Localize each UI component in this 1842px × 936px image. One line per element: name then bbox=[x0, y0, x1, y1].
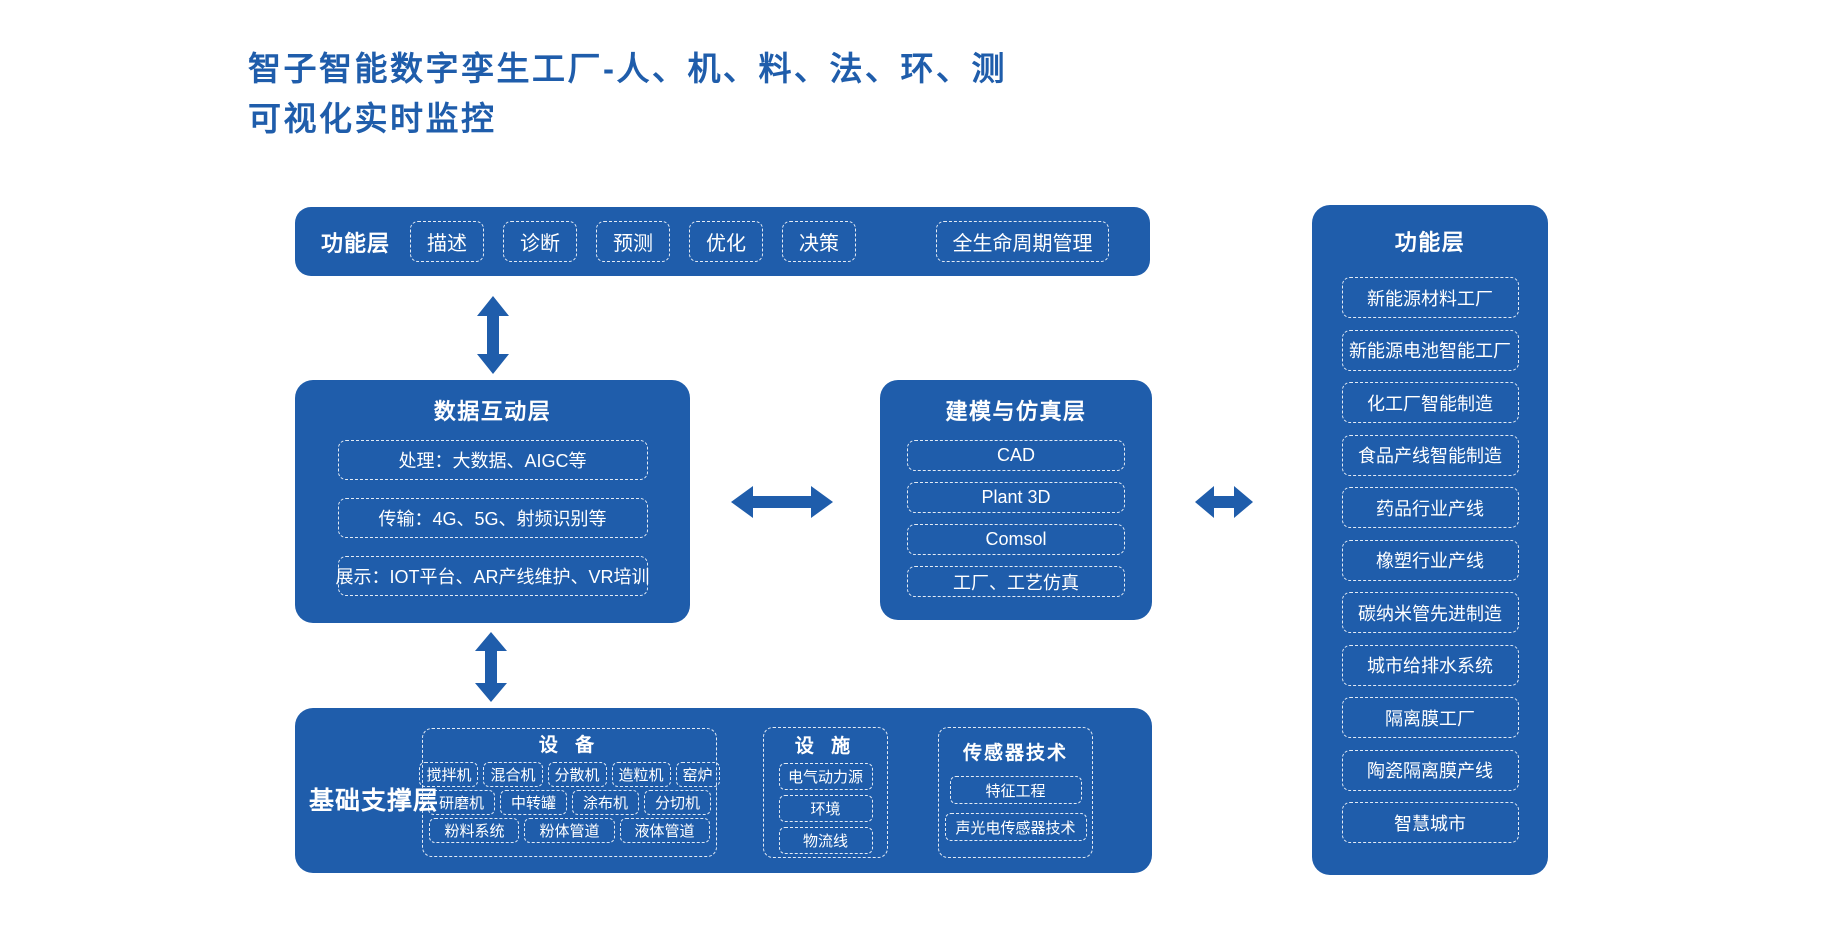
data-interaction-rows: 处理：大数据、AIGC等 传输：4G、5G、射频识别等 展示：IOT平台、AR产… bbox=[295, 440, 690, 596]
foundation-label: 基础支撑层 bbox=[309, 787, 440, 815]
application-item: 药品行业产线 bbox=[1341, 487, 1519, 528]
equipment-chip: 混合机 bbox=[483, 762, 543, 787]
data-item-processing: 处理：大数据、AIGC等 bbox=[337, 440, 648, 480]
equipment-chip: 分散机 bbox=[547, 762, 607, 787]
model-item-comsol: Comsol bbox=[907, 524, 1125, 555]
application-panel: 功能层 新能源材料工厂 新能源电池智能工厂 化工厂智能制造 食品产线智能制造 药… bbox=[1312, 205, 1548, 875]
function-bar: 功能层 描述 诊断 预测 优化 决策 全生命周期管理 bbox=[295, 207, 1150, 276]
page-title: 智子智能数字孪生工厂-人、机、料、法、环、测 可视化实时监控 bbox=[248, 44, 1007, 144]
data-interaction-panel: 数据互动层 处理：大数据、AIGC等 传输：4G、5G、射频识别等 展示：IOT… bbox=[295, 380, 690, 623]
equipment-chip: 研磨机 bbox=[427, 790, 495, 815]
equipment-chip: 分切机 bbox=[644, 790, 712, 815]
function-chip-optimize: 优化 bbox=[689, 221, 764, 262]
equipment-chip: 中转罐 bbox=[499, 790, 567, 815]
left-right-arrow-icon bbox=[1195, 485, 1253, 519]
application-item: 新能源材料工厂 bbox=[1341, 277, 1519, 318]
facilities-items: 电气动力源 环境 物流线 bbox=[764, 763, 887, 854]
equipment-chip: 搅拌机 bbox=[419, 762, 479, 787]
model-item-simulation: 工厂、工艺仿真 bbox=[907, 566, 1125, 597]
equipment-chip: 涂布机 bbox=[572, 790, 640, 815]
data-item-transmission: 传输：4G、5G、射频识别等 bbox=[337, 498, 648, 538]
application-item: 城市给排水系统 bbox=[1341, 644, 1519, 686]
function-chip-describe: 描述 bbox=[410, 221, 485, 262]
application-item: 隔离膜工厂 bbox=[1341, 697, 1519, 738]
data-interaction-title: 数据互动层 bbox=[433, 399, 552, 424]
equipment-chip: 造粒机 bbox=[611, 762, 671, 787]
facility-chip: 物流线 bbox=[778, 827, 873, 854]
equipment-chip: 粉料系统 bbox=[429, 818, 520, 843]
facility-chip: 环境 bbox=[778, 795, 873, 822]
application-item: 碳纳米管先进制造 bbox=[1341, 592, 1519, 633]
up-down-arrow-icon bbox=[474, 632, 508, 702]
application-item: 智慧城市 bbox=[1341, 802, 1519, 843]
left-right-arrow-icon bbox=[731, 485, 833, 519]
application-panel-title: 功能层 bbox=[1394, 230, 1466, 255]
page-title-line1: 智子智能数字孪生工厂-人、机、料、法、环、测 bbox=[248, 50, 1007, 87]
equipment-row: 搅拌机 混合机 分散机 造粒机 窑炉 bbox=[419, 762, 720, 787]
equipment-row: 研磨机 中转罐 涂布机 分切机 bbox=[423, 790, 716, 815]
facilities-group: 设 施 电气动力源 环境 物流线 bbox=[763, 727, 888, 858]
facility-chip: 电气动力源 bbox=[778, 763, 873, 790]
modeling-rows: CAD Plant 3D Comsol 工厂、工艺仿真 bbox=[880, 440, 1152, 597]
function-chip-diagnose: 诊断 bbox=[503, 221, 578, 262]
equipment-row: 粉料系统 粉体管道 液体管道 bbox=[423, 818, 716, 843]
equipment-group-title: 设 备 bbox=[538, 735, 601, 756]
modeling-panel: 建模与仿真层 CAD Plant 3D Comsol 工厂、工艺仿真 bbox=[880, 380, 1152, 620]
sensor-chip: 声光电传感器技术 bbox=[944, 813, 1087, 841]
facilities-group-title: 设 施 bbox=[794, 736, 857, 757]
modeling-title: 建模与仿真层 bbox=[945, 399, 1087, 424]
up-down-arrow-icon bbox=[476, 296, 510, 374]
application-item: 陶瓷隔离膜产线 bbox=[1341, 749, 1519, 791]
function-chip-predict: 预测 bbox=[596, 221, 671, 262]
function-chip-decide: 决策 bbox=[782, 221, 857, 262]
data-item-display: 展示：IOT平台、AR产线维护、VR培训 bbox=[336, 556, 650, 596]
function-bar-label: 功能层 bbox=[321, 230, 391, 256]
application-item: 新能源电池智能工厂 bbox=[1341, 329, 1519, 371]
equipment-chip: 窑炉 bbox=[675, 762, 720, 787]
model-item-plant3d: Plant 3D bbox=[907, 482, 1125, 513]
equipment-group: 设 备 搅拌机 混合机 分散机 造粒机 窑炉 研磨机 中转罐 涂布机 分切机 粉… bbox=[419, 728, 720, 857]
equipment-chip: 液体管道 bbox=[619, 818, 710, 843]
sensor-group-title: 传感器技术 bbox=[962, 743, 1068, 764]
sensor-chip: 特征工程 bbox=[949, 776, 1082, 804]
equipment-chip: 粉体管道 bbox=[524, 818, 615, 843]
application-items: 新能源材料工厂 新能源电池智能工厂 化工厂智能制造 食品产线智能制造 药品行业产… bbox=[1312, 277, 1548, 843]
application-item: 橡塑行业产线 bbox=[1341, 539, 1519, 581]
sensor-group: 传感器技术 特征工程 声光电传感器技术 bbox=[938, 727, 1093, 858]
application-item: 食品产线智能制造 bbox=[1341, 434, 1519, 476]
sensor-items: 特征工程 声光电传感器技术 bbox=[939, 776, 1092, 841]
page-title-line2: 可视化实时监控 bbox=[248, 100, 497, 137]
application-item: 化工厂智能制造 bbox=[1341, 382, 1519, 423]
lifecycle-management-chip: 全生命周期管理 bbox=[936, 221, 1110, 262]
model-item-cad: CAD bbox=[907, 440, 1125, 471]
foundation-panel: 基础支撑层 设 备 搅拌机 混合机 分散机 造粒机 窑炉 研磨机 中转罐 涂布机… bbox=[295, 708, 1152, 873]
